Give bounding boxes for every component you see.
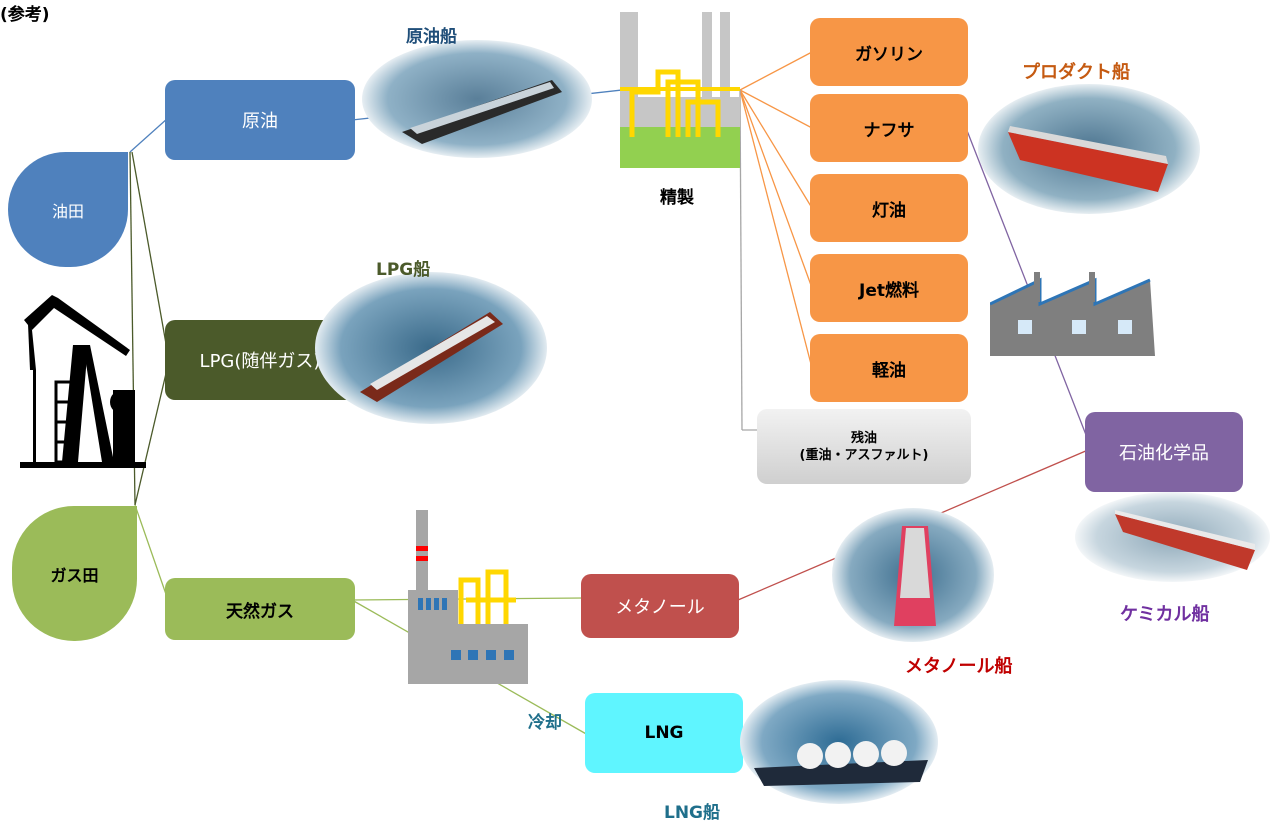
oil-field-label: 油田 (51, 201, 84, 221)
gas-field-label: ガス田 (50, 565, 99, 585)
kerosene-box: 灯油 (810, 174, 968, 242)
lng-carrier-image (740, 680, 938, 804)
methanol-label: メタノール (615, 597, 705, 618)
oil-field-node: 油田 (8, 152, 128, 267)
gasoline-box: ガソリン (810, 18, 968, 86)
lpg-carrier-image (315, 272, 547, 424)
chemical-tanker-image (1075, 492, 1270, 582)
methanol-box: メタノール (581, 574, 739, 638)
crude-tanker-image (362, 40, 592, 158)
cooling-label: 冷却 (528, 713, 562, 733)
line-spine-lpg (131, 151, 169, 356)
jet-fuel-box: Jet燃料 (810, 254, 968, 322)
naphtha-box: ナフサ (810, 94, 968, 162)
gas-plant-icon (408, 510, 528, 684)
petrochemicals-label: 石油化学品 (1119, 443, 1209, 464)
lpg-carrier-label: LPG船 (376, 260, 431, 280)
ship-icon (1008, 126, 1168, 192)
residue-sub-label: (重油・アスファルト) (799, 447, 929, 463)
product-tanker-image (978, 84, 1200, 214)
residue-label: 残油 (850, 430, 877, 446)
ship-icon (1115, 510, 1255, 570)
gasoline-label: ガソリン (855, 44, 923, 65)
natural-gas-label: 天然ガス (226, 601, 294, 622)
kerosene-label: 灯油 (872, 200, 906, 221)
ship-icon (894, 526, 936, 626)
lng-label: LNG (644, 723, 684, 743)
line-naphtha-chem (965, 127, 1089, 441)
lpg-label: LPG(随伴ガス) (199, 351, 321, 372)
ship-icon (402, 80, 562, 144)
lng-carrier-label: LNG船 (664, 803, 721, 823)
pump-jack-icon (20, 295, 146, 468)
crude-tanker-label: 原油船 (406, 27, 457, 47)
chemical-tanker-label: ケミカル船 (1120, 604, 1210, 625)
methanol-tanker-image (832, 508, 994, 642)
gas-field-node: ガス田 (12, 506, 137, 641)
diesel-box: 軽油 (810, 334, 968, 402)
line-gasfield-natgas (134, 504, 169, 601)
ship-icon (360, 312, 503, 402)
naphtha-label: ナフサ (863, 120, 915, 141)
line-oilfield-crude (129, 117, 169, 153)
jet-fuel-label: Jet燃料 (859, 280, 919, 301)
line-spine-lpg-low (134, 364, 169, 506)
crude-oil-label: 原油 (242, 111, 278, 132)
ship-icon (754, 740, 928, 786)
product-tanker-label: プロダクト船 (1022, 62, 1130, 83)
reference-note: (参考) (0, 5, 50, 25)
lng-box: LNG (585, 693, 743, 773)
natural-gas-box: 天然ガス (165, 578, 355, 640)
crude-oil-box: 原油 (165, 80, 355, 160)
refinery-icon (620, 12, 740, 168)
refining-label: 精製 (660, 188, 694, 208)
methanol-tanker-label: メタノール船 (905, 656, 1013, 677)
diesel-label: 軽油 (872, 360, 906, 381)
residue-box: 残油 (重油・アスファルト) (757, 409, 971, 484)
factory-icon (990, 272, 1155, 356)
petrochemicals-box: 石油化学品 (1085, 412, 1243, 492)
